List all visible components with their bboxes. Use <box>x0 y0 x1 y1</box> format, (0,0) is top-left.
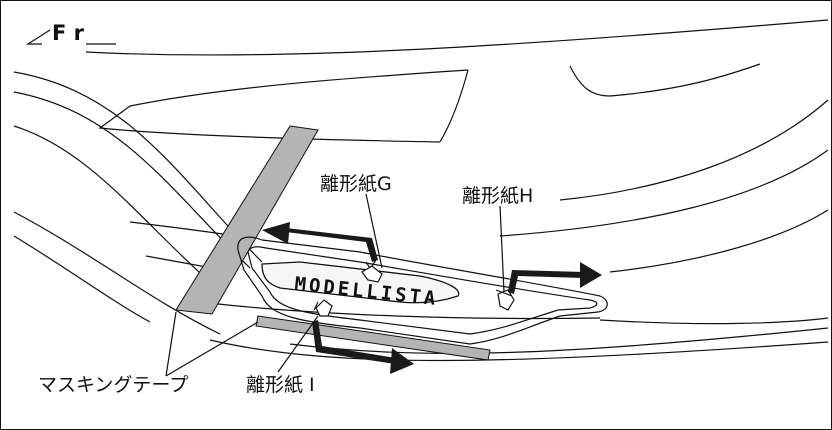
leader-lines <box>165 193 505 377</box>
label-release-paper-h: 離形紙H <box>462 185 533 207</box>
release-paper-g-tab <box>361 265 383 283</box>
label-masking-tape: マスキングテープ <box>38 374 188 396</box>
release-paper-tabs <box>313 259 515 317</box>
car-body-lines <box>13 19 829 362</box>
front-direction-indicator: F r <box>25 21 116 45</box>
front-direction-label: F r <box>52 21 85 45</box>
peel-arrows <box>262 222 602 374</box>
arrow-i-peel-right <box>312 320 414 374</box>
arrow-h-peel-right <box>508 262 602 294</box>
masking-tape-vertical <box>175 125 319 315</box>
arrow-g-peel-left <box>262 222 378 262</box>
emblem-frame <box>261 261 460 304</box>
label-release-paper-g: 離形紙G <box>320 173 392 195</box>
release-paper-i-tab <box>315 299 333 317</box>
label-release-paper-i: 離形紙 I <box>246 374 315 396</box>
